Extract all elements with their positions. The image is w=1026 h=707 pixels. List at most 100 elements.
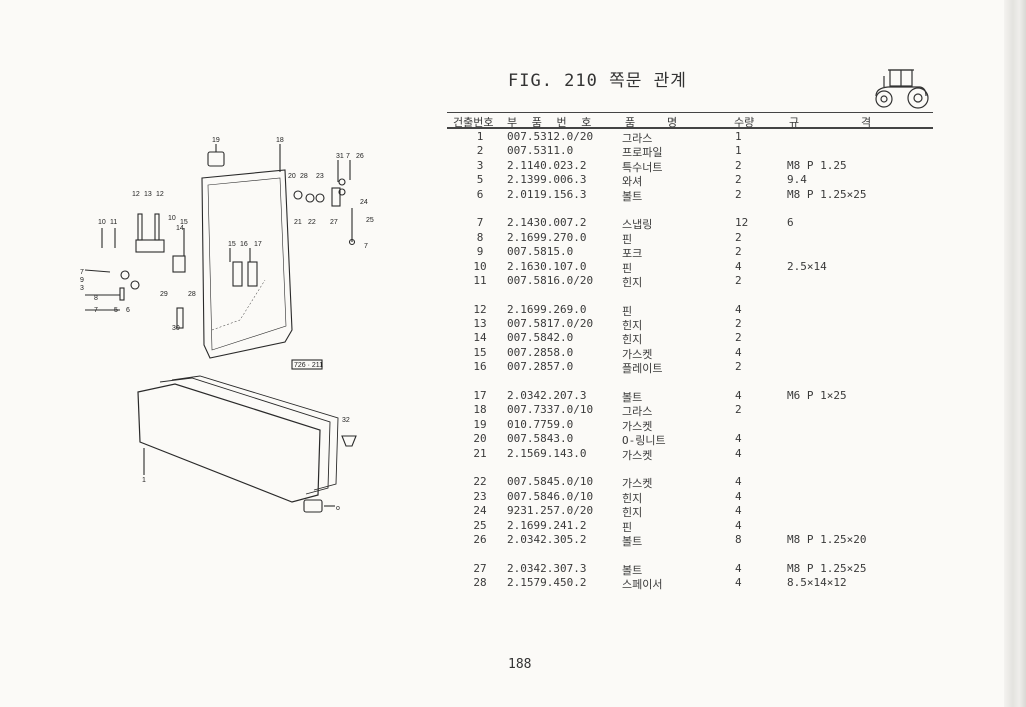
qty-cell: 4 (735, 504, 742, 518)
part-name-cell: 힌지 (622, 319, 643, 333)
svg-text:23: 23 (316, 173, 324, 180)
ref-no-cell: 2 (476, 144, 484, 158)
svg-text:o: o (336, 505, 340, 512)
part-name-cell: 플레이트 (622, 362, 663, 376)
part-name-cell: 그라스 (622, 405, 653, 419)
tractor-icon (875, 69, 929, 109)
part-name-cell: 프로파일 (622, 146, 663, 160)
part-no-cell: 007.5817.0/20 (507, 317, 594, 331)
header-part-no: 부 품 번 호 (507, 116, 596, 129)
qty-cell: 2 (735, 230, 742, 244)
svg-text:25: 25 (366, 217, 374, 224)
svg-text:19: 19 (212, 137, 220, 144)
svg-text:7: 7 (80, 269, 84, 276)
part-name-cell: 가스켓 (622, 419, 653, 433)
header-spec-a: 규 (789, 116, 800, 129)
figure-title: FIG. 210 쪽문 관계 (508, 71, 687, 91)
part-name-cell: 볼트 (622, 534, 643, 548)
table-header: 건출번호 부 품 번 호 품 명 수량 규 격 (447, 112, 933, 129)
svg-text:15: 15 (228, 241, 236, 248)
part-no-cell: 007.5846.0/10 (507, 489, 594, 503)
qty-cell: 2 (735, 273, 742, 287)
qty-cell: 12 (735, 216, 749, 230)
part-name-cell: 스냅링 (622, 218, 653, 232)
svg-text:12: 12 (132, 191, 140, 198)
qty-cell: 4 (735, 489, 742, 503)
qty-cell: 1 (735, 130, 742, 143)
svg-text:31: 31 (336, 153, 344, 160)
qty-cell: 2 (735, 245, 742, 259)
part-name-cell: 볼트 (622, 563, 643, 577)
part-no-cell: 010.7759.0 (507, 417, 574, 431)
svg-text:16: 16 (240, 241, 248, 248)
ref-no-cell: 14 (473, 331, 487, 345)
qty-cell: 4 (735, 475, 742, 489)
table-row: 9 007.5815.0 포크 2 (447, 244, 933, 261)
ref-no-cell: 1 (476, 130, 484, 143)
ref-no-cell: 23 (473, 489, 487, 503)
svg-text:12: 12 (156, 191, 164, 198)
part-no-cell: 007.5842.0 (507, 331, 574, 345)
part-name-cell: 특수너트 (622, 160, 663, 174)
row-group-gap (447, 201, 933, 215)
svg-text:3: 3 (80, 285, 84, 292)
part-no-cell: 2.1140.023.2 (507, 158, 587, 172)
part-name-cell: 가스켓 (622, 477, 653, 491)
part-name-cell: 포크 (622, 247, 643, 261)
part-name-cell: 볼트 (622, 391, 643, 405)
page-edge-shadow (1004, 0, 1026, 707)
svg-text:6: 6 (126, 307, 130, 314)
part-no-cell: 2.1430.007.2 (507, 216, 587, 230)
part-name-cell: 와셔 (622, 175, 643, 189)
qty-cell: 4 (735, 446, 742, 460)
ref-no-cell: 9 (476, 245, 484, 259)
part-no-cell: 007.2858.0 (507, 345, 574, 359)
part-name-cell: 핀 (622, 520, 633, 534)
part-no-cell: 007.5815.0 (507, 245, 574, 259)
part-name-cell: 스페이서 (622, 578, 663, 592)
parts-table: 건출번호 부 품 번 호 품 명 수량 규 격 1 007.5312.0/20 그라… (447, 112, 933, 592)
qty-cell: 1 (735, 144, 742, 158)
svg-text:30: 30 (172, 325, 180, 332)
part-no-cell: 007.5312.0/20 (507, 130, 594, 143)
svg-text:27: 27 (330, 219, 338, 226)
part-no-cell: 007.7337.0/10 (507, 403, 594, 417)
svg-text:20: 20 (288, 173, 296, 180)
qty-cell: 4 (735, 302, 742, 316)
part-no-cell: 2.1699.270.0 (507, 230, 587, 244)
ref-no-cell: 13 (473, 317, 487, 331)
qty-cell: 4 (735, 432, 742, 446)
table-row: 13 007.5817.0/20 힌지 2 (447, 316, 933, 333)
qty-cell: 2 (735, 317, 742, 331)
part-no-cell: 2.0342.307.3 (507, 561, 587, 575)
svg-text:14: 14 (176, 225, 184, 232)
part-no-cell: 9231.257.0/20 (507, 504, 594, 518)
ref-no-cell: 11 (473, 273, 487, 287)
qty-cell: 4 (735, 576, 742, 590)
svg-text:28: 28 (188, 291, 196, 298)
ref-no-cell: 12 (473, 302, 487, 316)
spec-cell: M8 P 1.25×20 (787, 532, 867, 546)
qty-cell: 2 (735, 187, 742, 201)
qty-cell: 4 (735, 518, 742, 532)
ref-no-cell: 25 (473, 518, 487, 532)
qty-cell: 2 (735, 360, 742, 374)
svg-text:8: 8 (94, 295, 98, 302)
qty-cell: 4 (735, 345, 742, 359)
part-name-cell: 힌지 (622, 506, 643, 520)
svg-text:22: 22 (308, 219, 316, 226)
